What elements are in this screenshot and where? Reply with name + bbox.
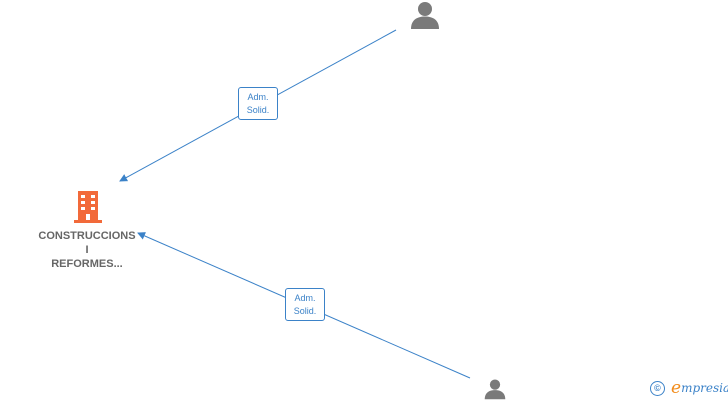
brand-footer[interactable]: © e mpresia <box>650 378 728 398</box>
edge-label-bottom-line1: Adm. <box>294 293 316 303</box>
edge-label-bottom-line2: Solid. <box>293 306 317 316</box>
company-label-line2: I <box>85 244 89 256</box>
company-label-line1: CONSTRUCCIONS <box>38 230 136 242</box>
brand-logo-text: mpresia <box>681 381 728 395</box>
company-label-line3: REFORMES... <box>51 258 123 270</box>
copyright-icon: © <box>650 380 665 396</box>
edge-label-top-line2: Solid. <box>246 105 270 115</box>
edge-label-bottom[interactable]: Adm. Solid. <box>285 288 325 321</box>
building-icon[interactable] <box>72 190 104 224</box>
brand-logo-initial: e <box>671 378 682 398</box>
company-label[interactable]: CONSTRUCCIONS I REFORMES... <box>22 229 152 271</box>
person-icon[interactable] <box>478 378 512 400</box>
edge-label-top-line1: Adm. <box>247 92 269 102</box>
edge-label-top[interactable]: Adm. Solid. <box>238 87 278 120</box>
person-icon[interactable] <box>408 0 442 30</box>
